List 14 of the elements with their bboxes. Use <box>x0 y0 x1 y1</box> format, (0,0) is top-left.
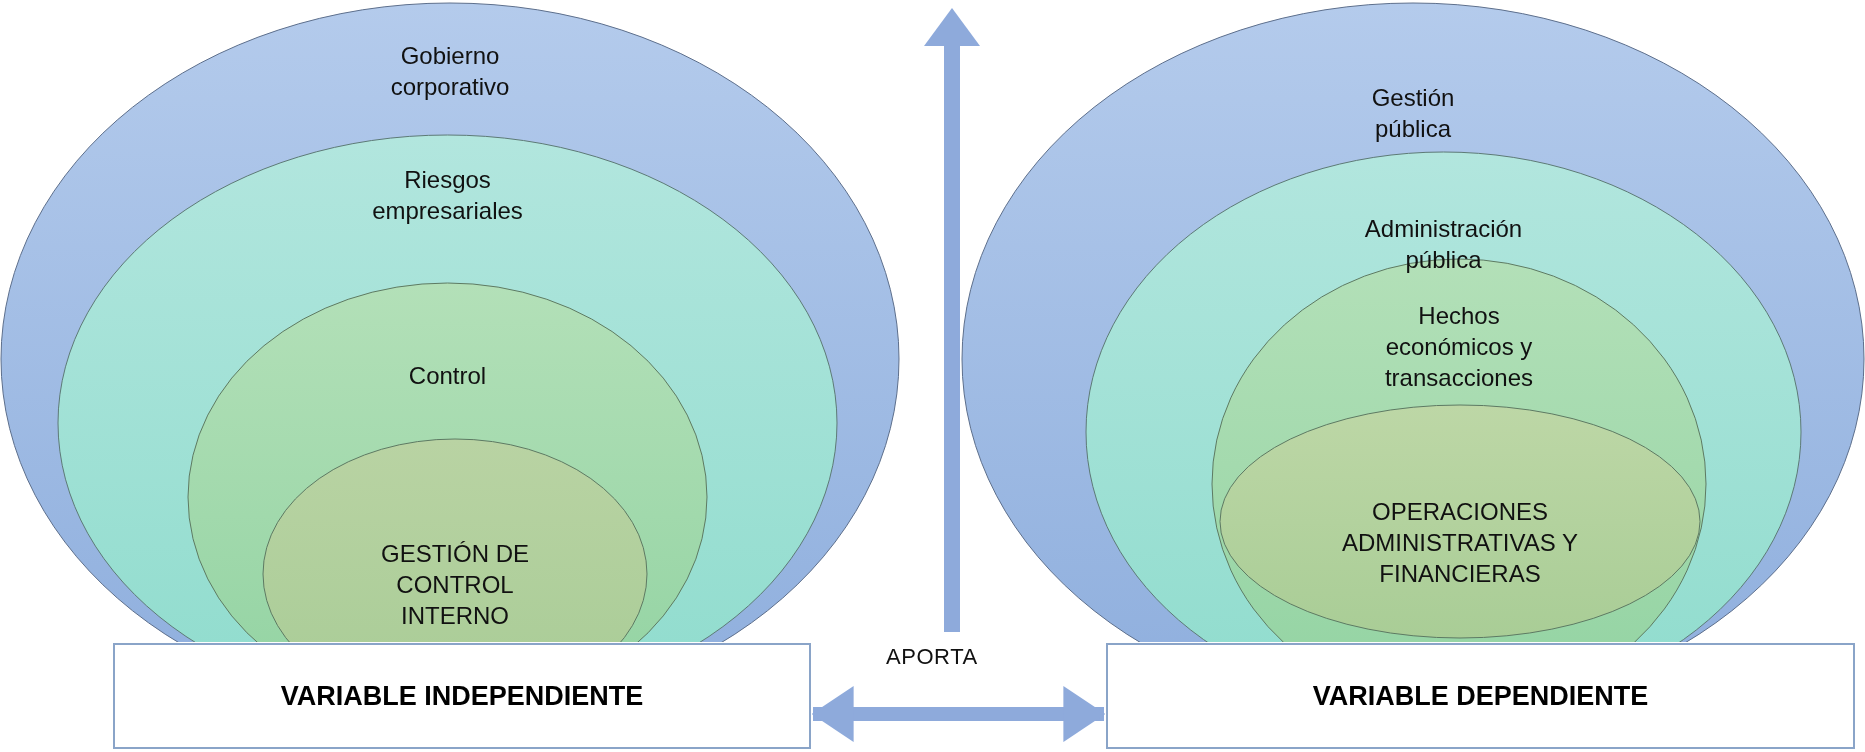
ellipse <box>1219 404 1701 639</box>
ellipse-label: OPERACIONES ADMINISTRATIVAS Y FINANCIERAS <box>1340 497 1579 590</box>
ellipse-label: Gestión pública <box>1370 83 1456 145</box>
ellipse-label: GESTIÓN DE CONTROL INTERNO <box>380 539 530 632</box>
variable-label: VARIABLE DEPENDIENTE <box>1312 679 1649 713</box>
double-arrow <box>811 686 1106 742</box>
variable-label: VARIABLE INDEPENDIENTE <box>280 679 644 713</box>
variable-box <box>1106 643 1855 749</box>
ellipse-label: Control <box>407 361 488 391</box>
variable-box <box>113 643 811 749</box>
ellipse-label: Administración pública <box>1363 214 1524 276</box>
ellipse-label: Gobierno corporativo <box>389 41 511 103</box>
ellipse-label: Hechos económicos y transacciones <box>1383 301 1535 394</box>
ellipse-label: Riesgos empresariales <box>371 165 524 227</box>
